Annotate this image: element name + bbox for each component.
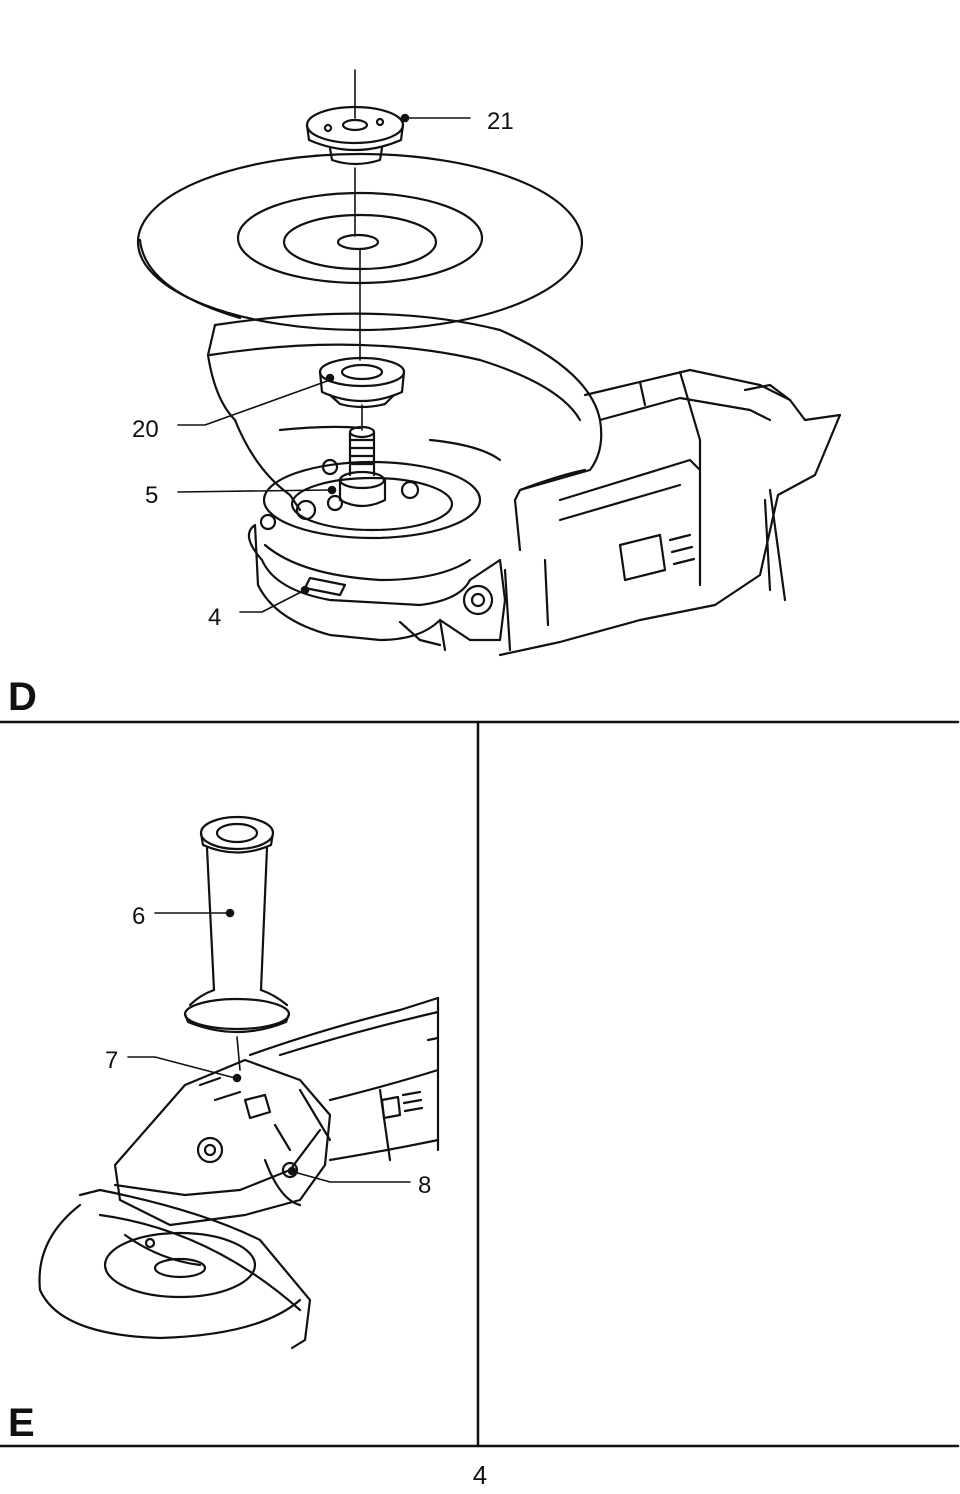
callout-leaders-d bbox=[177, 113, 471, 613]
side-handle bbox=[183, 815, 291, 1071]
guard-clamp-lever bbox=[303, 576, 347, 597]
screw-icon bbox=[400, 480, 420, 500]
gear-head bbox=[247, 513, 507, 652]
screw-icon bbox=[326, 494, 344, 512]
figure-d-drawing: 21 20 5 4 bbox=[132, 69, 842, 657]
callout-20: 20 bbox=[132, 416, 159, 443]
callout-7: 7 bbox=[105, 1047, 118, 1074]
page-number: 4 bbox=[473, 1460, 487, 1490]
grinder-motor-housing bbox=[248, 996, 440, 1162]
grinding-wheel-e bbox=[38, 1203, 302, 1340]
callout-8: 8 bbox=[418, 1172, 431, 1199]
grinder-body bbox=[498, 368, 842, 657]
screw-icon bbox=[295, 499, 317, 521]
figure-e-label: E bbox=[8, 1401, 35, 1445]
wheel-guard-e bbox=[78, 1188, 312, 1350]
spindle bbox=[338, 425, 387, 508]
screw-icon bbox=[321, 458, 339, 476]
grinder-gear-head bbox=[113, 1058, 332, 1227]
callout-leaders-e bbox=[127, 908, 411, 1183]
callout-4: 4 bbox=[208, 604, 221, 631]
figure-e-drawing: 6 7 8 bbox=[38, 815, 440, 1350]
inner-flange bbox=[318, 356, 406, 409]
handle-mount-hole-icon bbox=[281, 1161, 299, 1179]
callout-5: 5 bbox=[145, 482, 158, 509]
spindle-flange-plate bbox=[262, 458, 482, 540]
callout-21: 21 bbox=[487, 108, 514, 135]
callout-6: 6 bbox=[132, 903, 145, 930]
figure-d-label: D bbox=[8, 675, 37, 719]
